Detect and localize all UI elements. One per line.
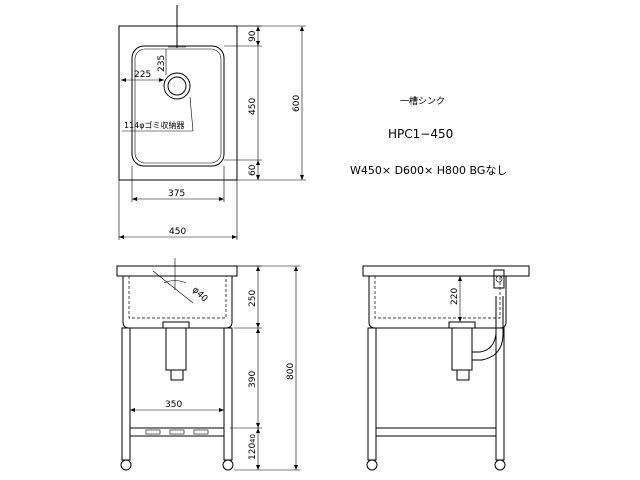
caster-front-left	[120, 459, 132, 471]
side-bowl	[368, 276, 507, 329]
dim-overall-width: 450	[169, 227, 186, 237]
model-number: HPC1−450	[388, 127, 453, 141]
dim-shelf-gap: 120	[248, 443, 258, 460]
front-shelf	[129, 427, 225, 437]
title-block: 一槽シンク HPC1−450 W450× D600× H800 BGなし	[350, 95, 507, 177]
front-leg-right	[223, 327, 233, 461]
dim-bowl-depth: 250	[248, 290, 258, 307]
drain-note: 114φゴミ収納器	[124, 120, 185, 130]
dim-side-bowl-depth: 220	[450, 288, 460, 305]
drain-outer-circle	[163, 72, 191, 100]
top-view-bowl	[131, 45, 225, 167]
dim-inner-width: 350	[165, 400, 182, 410]
caster-side-right	[494, 459, 506, 471]
caster-side-left	[366, 459, 378, 471]
side-top-rim	[362, 265, 530, 277]
dim-drain-dia: φ40	[190, 285, 210, 305]
type-name: 一槽シンク	[400, 95, 445, 107]
front-leg-left	[121, 327, 131, 461]
size-spec: W450× D600× H800 BGなし	[350, 164, 507, 177]
dim-bowl-length: 450	[248, 98, 258, 115]
dim-drain-offset-y: 235	[157, 55, 167, 72]
drain-trap	[165, 327, 187, 371]
dim-bottom-margin: 60	[248, 164, 258, 176]
dim-drain-offset-x: 225	[134, 70, 151, 80]
caster-front-right	[222, 459, 234, 471]
side-drain-trap	[451, 327, 473, 371]
side-shelf	[375, 427, 497, 437]
front-view: φ40 350 250 390 120 40	[116, 258, 300, 471]
overflow-pipe	[472, 296, 497, 353]
svg-text:40: 40	[249, 434, 257, 443]
side-leg-left	[367, 327, 377, 461]
top-view: 225 235 114φゴミ収納器 90 450 60 600 375	[118, 5, 306, 240]
front-top-rim	[116, 265, 238, 277]
front-bowl	[122, 276, 233, 329]
side-view: 220	[362, 265, 530, 471]
dim-overall-depth: 600	[292, 95, 302, 112]
dim-top-margin: 90	[248, 30, 258, 42]
dim-leg-height: 390	[248, 371, 258, 388]
top-view-outline	[118, 25, 238, 181]
drain-inner-circle	[167, 76, 187, 96]
dim-overall-height: 800	[286, 363, 296, 380]
dim-bowl-width: 375	[168, 189, 185, 199]
